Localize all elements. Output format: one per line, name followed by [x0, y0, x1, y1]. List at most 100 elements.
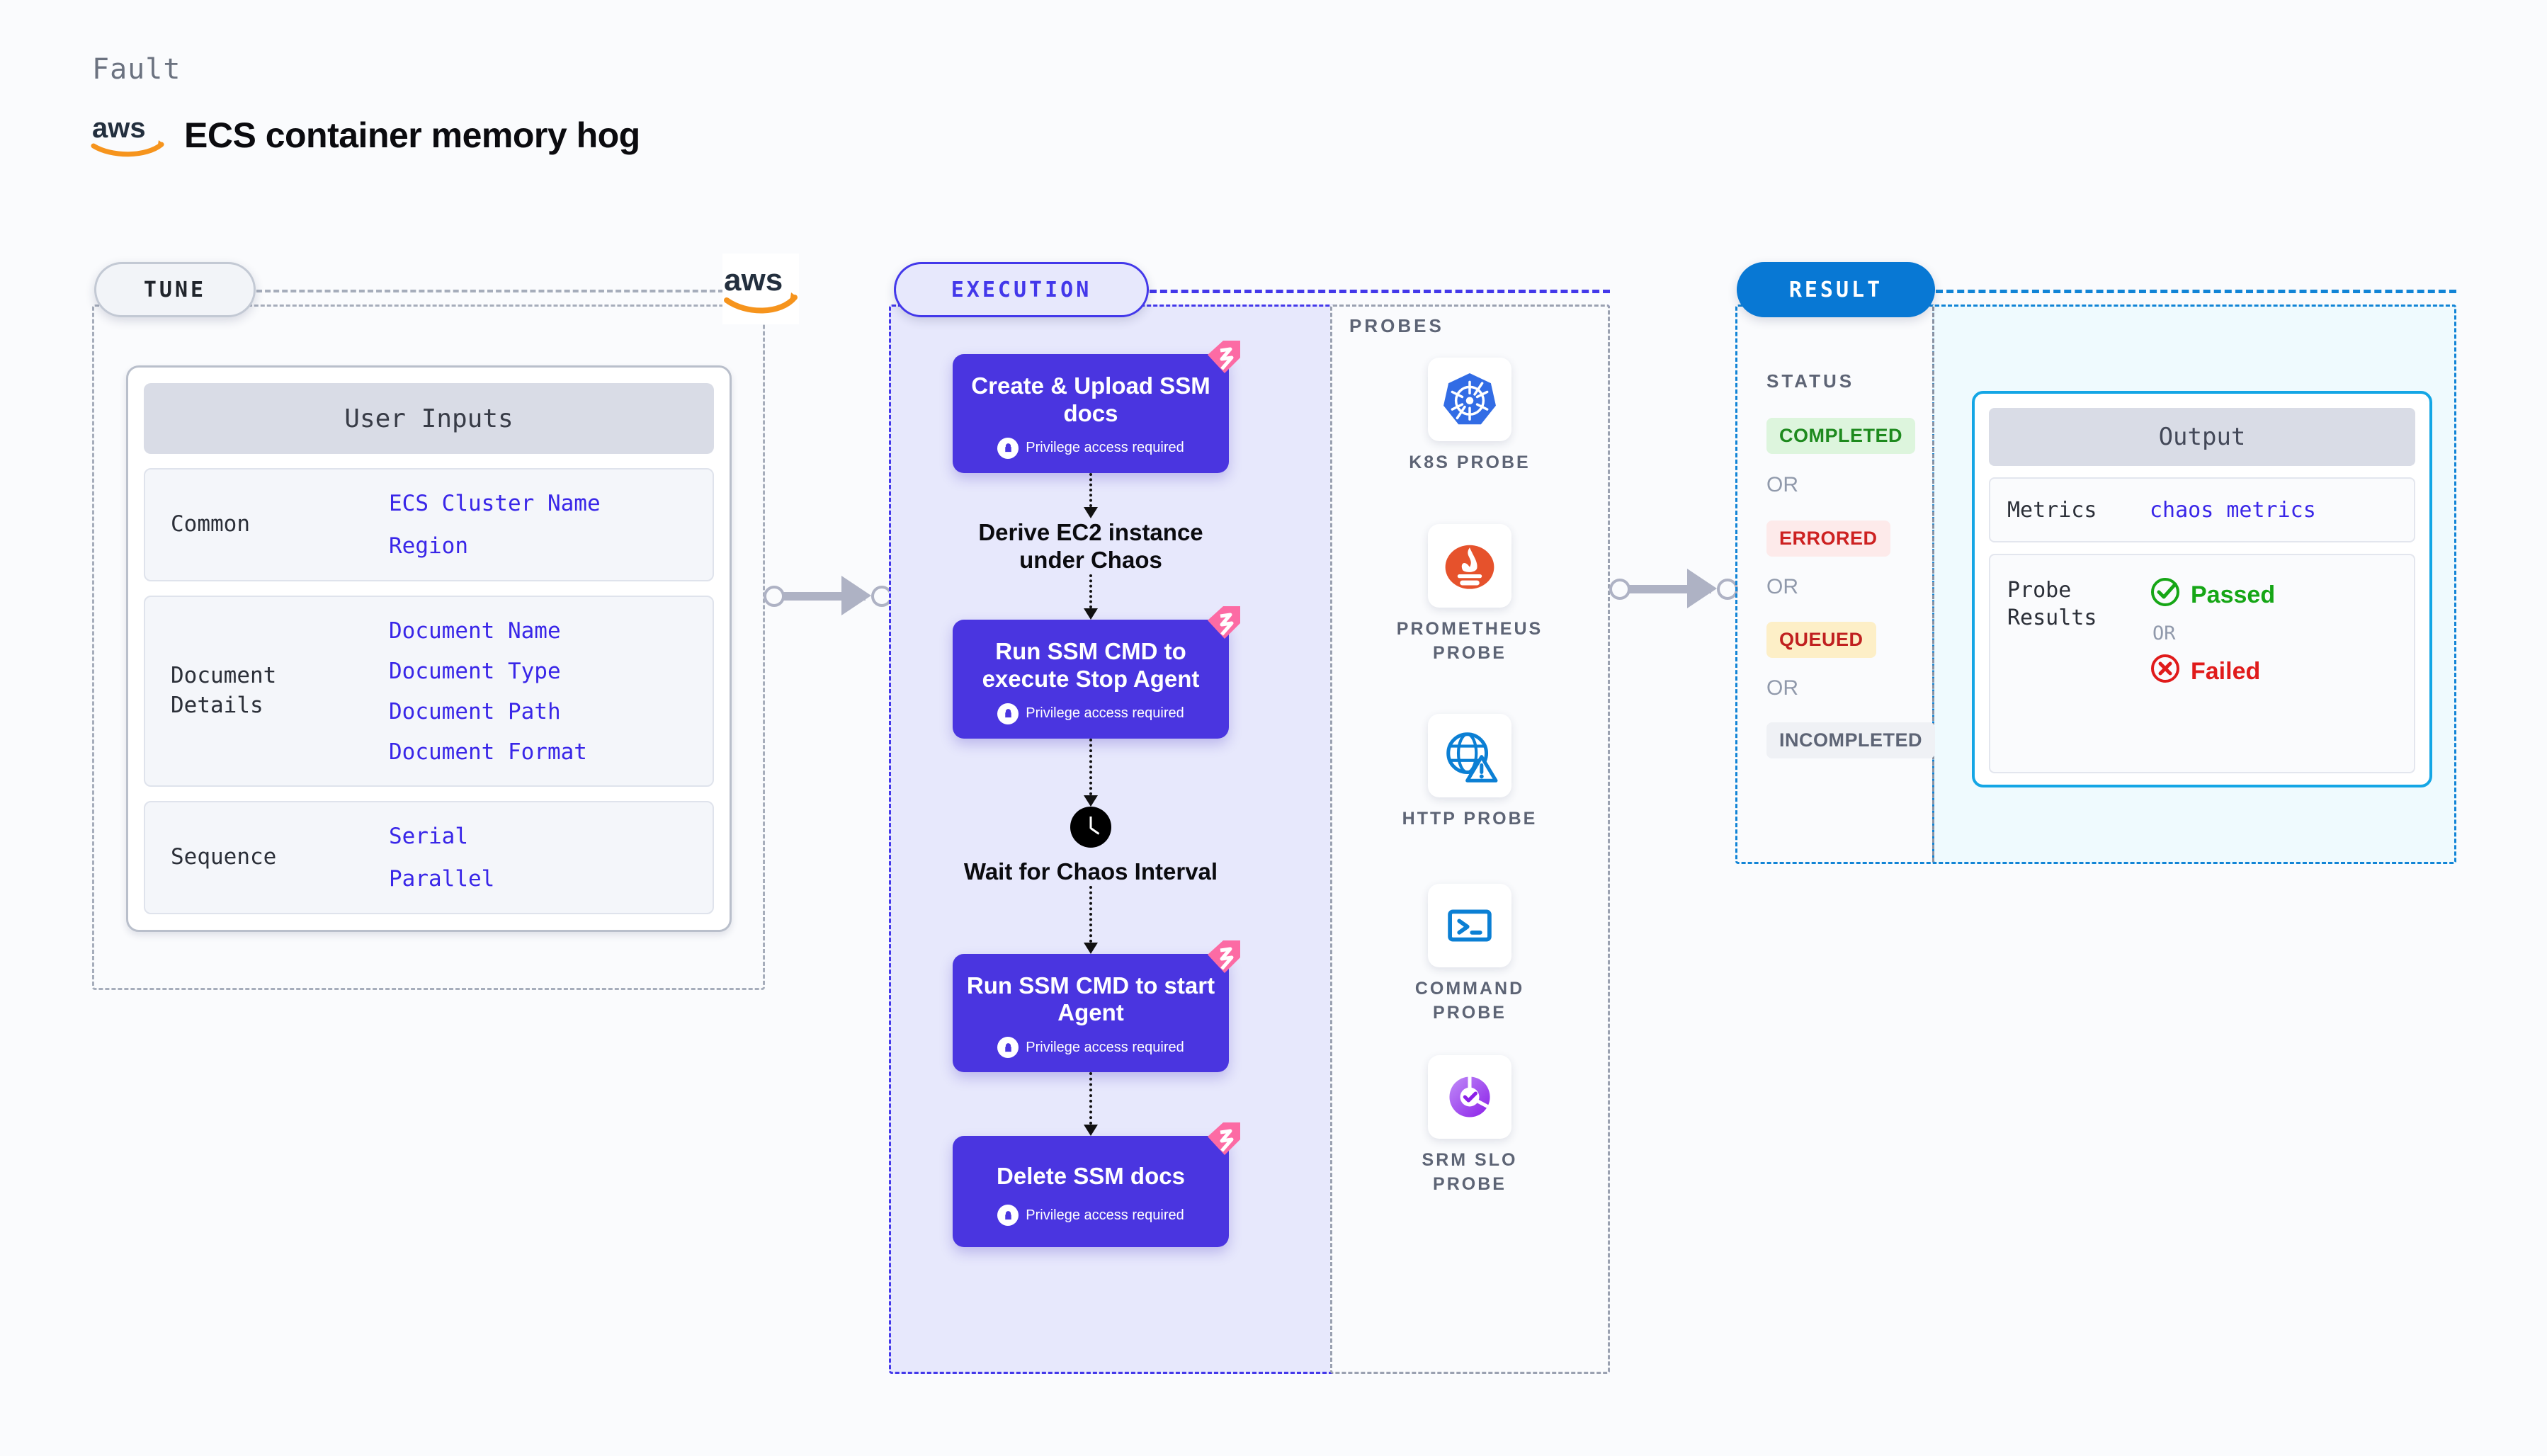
probe-item-prometheus[interactable]: PROMETHEUS PROBE — [1395, 524, 1544, 666]
flow-arrow — [953, 885, 1229, 954]
probe-item-srm-slo[interactable]: SRM SLO PROBE — [1395, 1055, 1544, 1197]
output-probe-label: Probe Results — [2007, 578, 2097, 630]
srm-slo-icon — [1428, 1055, 1511, 1139]
aws-badge-icon: aws — [722, 254, 799, 324]
lock-icon — [997, 1037, 1019, 1059]
status-title: STATUS — [1766, 370, 1855, 392]
tune-connector-line — [256, 290, 724, 292]
kubernetes-icon — [1428, 358, 1511, 441]
harness-badge-icon — [1202, 606, 1240, 644]
output-metrics-label: Metrics — [2007, 497, 2097, 523]
probe-label: SRM SLO PROBE — [1422, 1150, 1518, 1194]
input-value[interactable]: Document Path — [389, 698, 561, 724]
flow-arrow — [953, 472, 1229, 518]
flow-arrow — [953, 574, 1229, 620]
step-subtitle: Privilege access required — [1026, 705, 1184, 722]
x-circle-icon — [2150, 653, 2181, 690]
step-subtitle-row: Privilege access required — [965, 1037, 1216, 1059]
harness-badge-icon — [1202, 1122, 1240, 1161]
status-or: OR — [1766, 676, 1798, 700]
status-or: OR — [1766, 575, 1798, 598]
probe-item-k8s[interactable]: K8S PROBE — [1395, 358, 1544, 475]
input-value[interactable]: ECS Cluster Name — [389, 491, 601, 516]
lock-icon — [997, 437, 1019, 459]
execution-pill[interactable]: EXECUTION — [894, 262, 1149, 317]
input-group-label: Sequence — [171, 844, 277, 870]
status-badge-errored: ERRORED — [1766, 521, 1890, 557]
input-value[interactable]: Parallel — [389, 866, 495, 892]
prometheus-icon — [1428, 524, 1511, 608]
output-metrics-value[interactable]: chaos metrics — [2150, 497, 2316, 523]
result-connector-line — [1936, 290, 2456, 293]
step-subtitle: Privilege access required — [1026, 440, 1184, 456]
status-or: OR — [1766, 473, 1798, 496]
input-group-label: Document Details — [171, 663, 277, 718]
status-badge-incompleted: INCOMPLETED — [1766, 722, 1936, 758]
probe-result-passed: Passed — [2150, 576, 2275, 614]
probe-item-http[interactable]: HTTP PROBE — [1395, 714, 1544, 831]
step-card[interactable]: Run SSM CMD to execute Stop Agent Privil… — [953, 606, 1240, 739]
failed-label: Failed — [2191, 658, 2261, 685]
probe-label: PROMETHEUS PROBE — [1396, 619, 1543, 663]
clock-icon — [1070, 806, 1111, 848]
page-title: ECS container memory hog — [184, 115, 640, 155]
probe-item-command[interactable]: COMMAND PROBE — [1395, 884, 1544, 1025]
svg-text:aws: aws — [92, 113, 146, 144]
step-title: Run SSM CMD to start Agent — [966, 972, 1215, 1026]
command-terminal-icon — [1428, 884, 1511, 967]
user-inputs-title: User Inputs — [144, 383, 714, 454]
tune-section — [92, 305, 765, 990]
step-subtitle: Privilege access required — [1026, 1207, 1184, 1223]
tune-to-execution-arrow — [764, 570, 895, 620]
status-badge-queued: QUEUED — [1766, 622, 1876, 658]
probe-result-failed: Failed — [2150, 653, 2275, 690]
lock-icon — [997, 703, 1019, 724]
execution-to-result-arrow — [1609, 563, 1740, 613]
output-card: Output Metrics chaos metrics Probe Resul… — [1972, 391, 2432, 787]
result-pill[interactable]: RESULT — [1737, 262, 1935, 317]
input-group-label: Common — [171, 511, 250, 538]
step-plain-title: Derive EC2 instance under Chaos — [978, 518, 1203, 574]
lock-icon — [997, 1205, 1019, 1227]
http-globe-warning-icon — [1428, 714, 1511, 797]
probes-title: PROBES — [1349, 315, 1444, 336]
flow-arrow — [953, 738, 1229, 807]
harness-badge-icon — [1202, 341, 1240, 379]
output-probe-results-row: Probe Results Passed OR — [1989, 554, 2415, 773]
step-card[interactable]: Create & Upload SSM docs Privilege acces… — [953, 341, 1240, 473]
user-inputs-card: User Inputs Common ECS Cluster Name Regi… — [126, 365, 732, 932]
page-header: aws ECS container memory hog — [91, 113, 640, 157]
step-card[interactable]: Delete SSM docs Privilege access require… — [953, 1122, 1240, 1248]
input-value[interactable]: Serial — [389, 824, 468, 849]
step-subtitle: Privilege access required — [1026, 1039, 1184, 1055]
page-eyebrow: Fault — [92, 53, 181, 86]
step-subtitle-row: Privilege access required — [965, 1205, 1216, 1227]
execution-flow: Create & Upload SSM docs Privilege acces… — [953, 341, 1240, 1248]
result-divider — [1932, 307, 1934, 862]
input-value[interactable]: Document Type — [389, 658, 561, 684]
status-badge-completed: COMPLETED — [1766, 418, 1916, 454]
step-subtitle-row: Privilege access required — [965, 703, 1216, 724]
input-value[interactable]: Document Format — [389, 739, 587, 765]
wait-step: Wait for Chaos Interval — [953, 806, 1229, 886]
input-value[interactable]: Document Name — [389, 618, 561, 644]
probe-result-or: OR — [2152, 622, 2176, 644]
flow-arrow — [953, 1072, 1229, 1137]
output-title: Output — [1989, 408, 2415, 466]
svg-text:aws: aws — [724, 263, 783, 297]
step-title: Run SSM CMD to execute Stop Agent — [982, 638, 1200, 692]
probe-label: K8S PROBE — [1409, 453, 1531, 472]
passed-label: Passed — [2191, 581, 2276, 608]
step-title: Delete SSM docs — [997, 1163, 1185, 1190]
step-subtitle-row: Privilege access required — [965, 437, 1216, 459]
harness-badge-icon — [1202, 940, 1240, 979]
output-metrics-row: Metrics chaos metrics — [1989, 477, 2415, 542]
step-plain-title: Wait for Chaos Interval — [963, 858, 1218, 885]
aws-logo-icon: aws — [91, 113, 169, 157]
step-card[interactable]: Run SSM CMD to start Agent Privilege acc… — [953, 940, 1240, 1073]
check-circle-icon — [2150, 576, 2181, 614]
input-value[interactable]: Region — [389, 533, 468, 559]
input-group-common: Common ECS Cluster Name Region — [144, 468, 714, 581]
tune-pill[interactable]: TUNE — [94, 262, 256, 317]
input-group-document-details: Document Details Document Name Document … — [144, 596, 714, 787]
